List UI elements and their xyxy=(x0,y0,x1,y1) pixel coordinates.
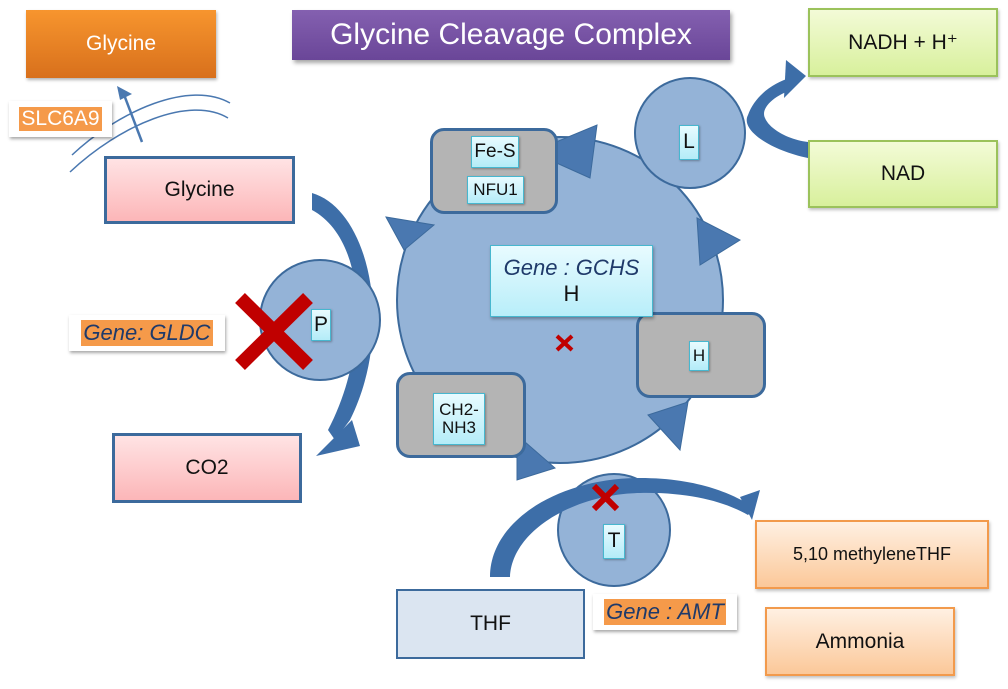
gldc-gene-label: Gene: GLDC xyxy=(81,320,213,346)
methylenethf-arrowhead xyxy=(740,490,760,520)
amt-gene-tag: Gene : AMT xyxy=(593,594,737,630)
glycine-transported-box: Glycine xyxy=(26,10,216,78)
gchs-gene-label: Gene : GCHS xyxy=(503,255,640,280)
cycle-arrowhead xyxy=(385,216,436,251)
gchs-gene-box: Gene : GCHS H xyxy=(490,245,653,317)
h-reduced-label: H xyxy=(689,341,709,371)
l-protein-label: L xyxy=(679,125,699,160)
cycle-arrowhead xyxy=(530,124,598,179)
ch2-nh3-label: CH2- NH3 xyxy=(433,393,485,445)
nadh-arrowhead xyxy=(784,60,806,98)
membrane-line xyxy=(69,109,229,173)
amt-block-x-icon xyxy=(591,483,620,512)
ammonia-output-box: Ammonia xyxy=(765,607,955,676)
gchs-block-x-icon xyxy=(555,334,574,352)
gldc-block-x-icon xyxy=(235,293,313,370)
methylenethf-output-box: 5,10 methyleneTHF xyxy=(755,520,989,589)
glycine-to-co2-arrow xyxy=(312,193,374,440)
co2-arrowhead xyxy=(316,420,360,456)
thf-to-methylenethf-arrow xyxy=(490,478,755,577)
gldc-gene-tag: Gene: GLDC xyxy=(69,315,225,351)
fe-s-label: Fe-S xyxy=(471,136,519,168)
cycle-arrowhead xyxy=(647,401,689,452)
glycine-input-box: Glycine xyxy=(104,156,295,224)
cycle-arrowhead xyxy=(696,217,742,266)
co2-output-box: CO2 xyxy=(112,433,302,503)
transport-arrowhead xyxy=(117,86,132,100)
transport-arrow xyxy=(121,91,144,143)
thf-input-box: THF xyxy=(396,589,585,659)
cycle-arrowhead xyxy=(516,433,557,481)
t-protein-label: T xyxy=(603,524,625,559)
nfu1-label: NFU1 xyxy=(467,176,524,204)
h-protein-label: H xyxy=(563,281,580,306)
nad-input-box: NAD xyxy=(808,140,998,208)
p-protein-label: P xyxy=(311,309,331,341)
nadh-output-box: NADH + H⁺ xyxy=(808,8,998,77)
diagram-title: Glycine Cleavage Complex xyxy=(292,10,730,60)
slc6a9-gene-tag: SLC6A9 xyxy=(9,101,112,137)
nad-to-nadh-arrow xyxy=(746,78,808,158)
amt-gene-label: Gene : AMT xyxy=(604,599,726,625)
slc6a9-label: SLC6A9 xyxy=(19,107,102,131)
membrane-line xyxy=(71,94,231,156)
